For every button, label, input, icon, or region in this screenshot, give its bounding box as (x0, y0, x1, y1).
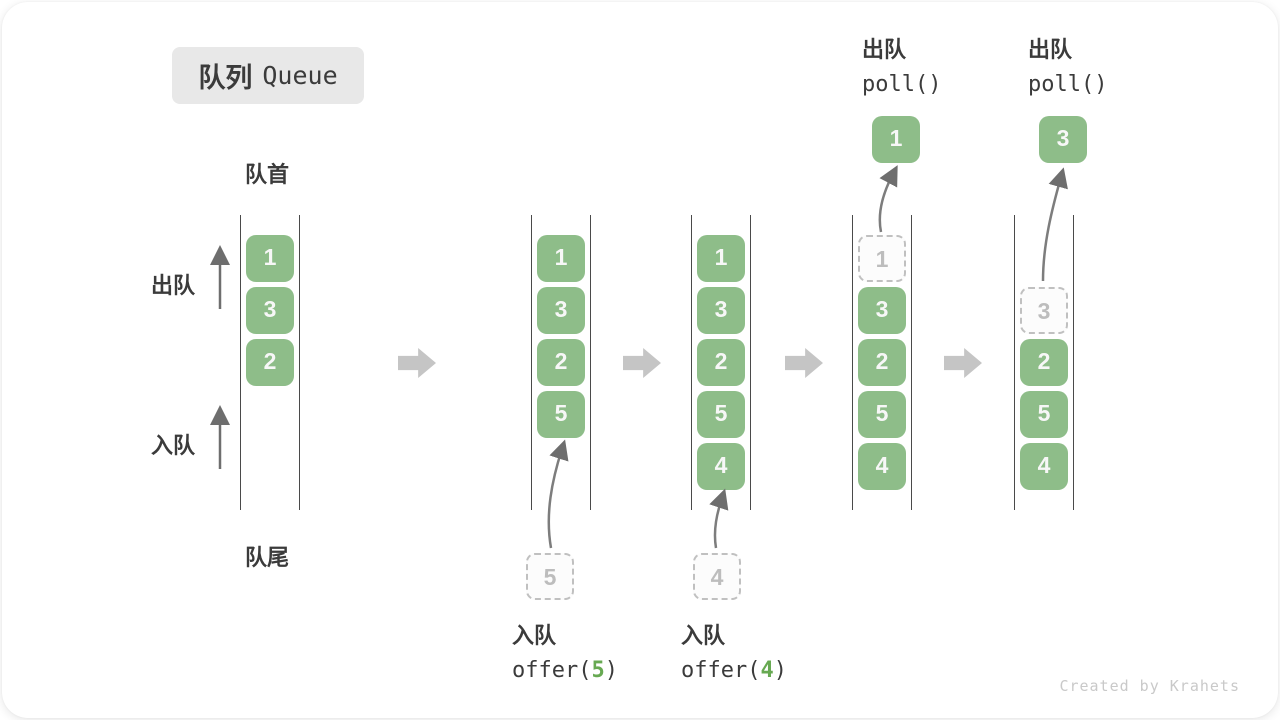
queue-element: 3 (858, 287, 906, 334)
offer-5-action-label: 入队 (512, 623, 557, 648)
label-queue-front: 队首 (245, 162, 290, 187)
label-enqueue: 入队 (151, 433, 196, 458)
offer-annotation-4: 入队 offer(4) (681, 618, 787, 683)
poll-1-code-label: poll() (862, 72, 942, 97)
queue-state-5: 3 2 5 4 (1014, 215, 1074, 510)
title-chinese: 队列 (198, 63, 253, 93)
poll-1-action-label: 出队 (862, 37, 907, 62)
queue-element: 2 (246, 339, 294, 386)
pending-element: 5 (526, 553, 574, 600)
queue-element: 1 (537, 235, 585, 282)
offer-4-action-label: 入队 (681, 623, 726, 648)
queue-state-4: 1 3 2 5 4 (852, 215, 912, 510)
title-badge: 队列 Queue (172, 47, 364, 104)
offer-5-code-post: ) (604, 658, 618, 683)
offer-5-code-pre: offer( (512, 658, 592, 683)
dequeued-ghost-slot: 1 (858, 235, 906, 282)
pending-element: 4 (693, 553, 741, 600)
queue-element: 5 (537, 391, 585, 438)
state-transition-arrow-icon (623, 348, 661, 378)
watermark: Created by Krahets (1059, 677, 1240, 695)
poll-annotation-1: 出队 poll() (862, 32, 941, 97)
title-english: Queue (262, 61, 338, 90)
polled-element: 3 (1039, 116, 1087, 163)
poll-annotation-2: 出队 poll() (1028, 32, 1107, 97)
queue-element: 1 (697, 235, 745, 282)
polled-element: 1 (872, 116, 920, 163)
poll-2-action-label: 出队 (1028, 37, 1073, 62)
queue-element: 3 (697, 287, 745, 334)
dequeued-ghost-slot: 3 (1020, 287, 1068, 334)
queue-element: 2 (858, 339, 906, 386)
state-transition-arrow-icon (944, 348, 982, 378)
queue-element: 4 (858, 443, 906, 490)
queue-element: 3 (537, 287, 585, 334)
queue-element: 5 (858, 391, 906, 438)
offer-annotation-5: 入队 offer(5) (512, 618, 618, 683)
label-dequeue: 出队 (151, 273, 196, 298)
queue-element: 2 (697, 339, 745, 386)
label-queue-rear: 队尾 (245, 545, 290, 570)
queue-element: 4 (1020, 443, 1068, 490)
poll-2-code-label: poll() (1028, 72, 1108, 97)
queue-element: 3 (246, 287, 294, 334)
queue-element: 2 (1020, 339, 1068, 386)
offer-4-code-num: 4 (760, 658, 774, 683)
queue-element: 1 (246, 235, 294, 282)
queue-state-1: 1 3 2 (240, 215, 300, 510)
offer-4-code-pre: offer( (681, 658, 761, 683)
queue-state-3: 1 3 2 5 4 (691, 215, 751, 510)
state-transition-arrow-icon (785, 348, 823, 378)
offer-5-code-label: offer(5) (512, 658, 618, 683)
queue-element: 5 (697, 391, 745, 438)
offer-4-code-post: ) (773, 658, 787, 683)
offer-4-code-label: offer(4) (681, 658, 787, 683)
queue-state-2: 1 3 2 5 (531, 215, 591, 510)
offer-5-code-num: 5 (591, 658, 605, 683)
state-transition-arrow-icon (398, 348, 436, 378)
queue-element: 4 (697, 443, 745, 490)
queue-element: 2 (537, 339, 585, 386)
queue-element: 5 (1020, 391, 1068, 438)
